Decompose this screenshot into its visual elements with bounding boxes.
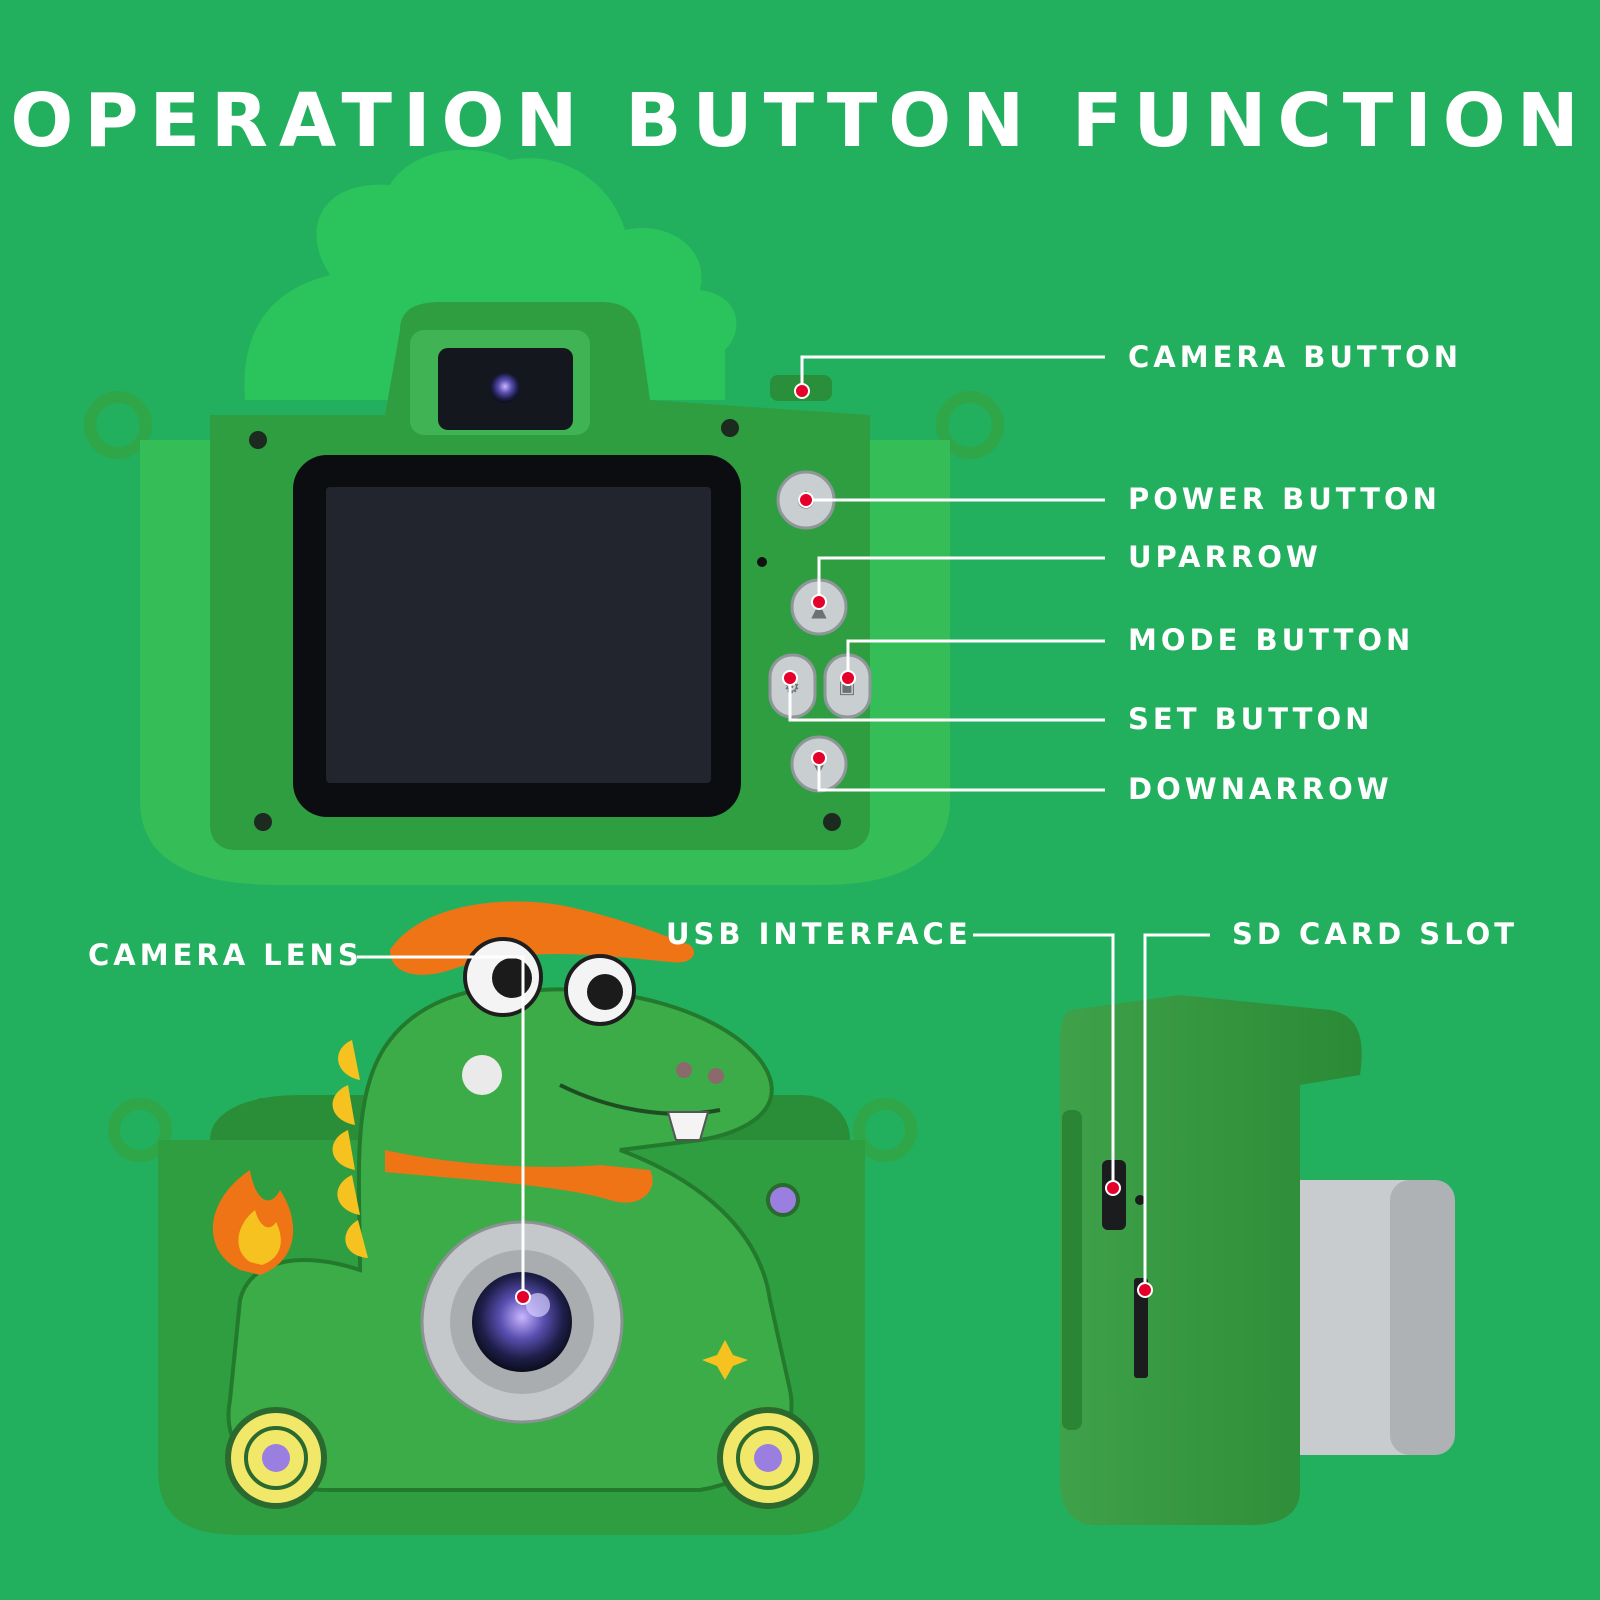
label-sd-card-slot: SD CARD SLOT [1232,917,1519,951]
callout-lines [357,355,1210,1295]
label-camera-lens: CAMERA LENS [88,938,363,972]
lcd-screen [326,487,711,783]
callout-dot [794,383,810,399]
label-usb-interface: USB INTERFACE [666,917,972,951]
callout-dot [1137,1282,1153,1298]
screw-icon [249,431,267,449]
wheel-right [717,1407,819,1509]
lens-highlight [526,1293,550,1317]
label-set-button: SET BUTTON [1128,702,1374,736]
wheel-left [225,1407,327,1509]
set-button[interactable] [768,653,817,719]
callout-dot [840,670,856,686]
callout-dot [782,670,798,686]
camera-back-view: ⏻ ▲ ⚙ ▣ ▼ [84,149,1004,885]
callout-dot [515,1289,531,1305]
label-mode-button: MODE BUTTON [1128,623,1415,657]
dino-scarf [385,1150,653,1203]
screw-icon [823,813,841,831]
label-uparrow: UPARROW [1128,540,1322,574]
viewfinder-selfie-lens [490,373,520,403]
screw-icon [721,419,739,437]
callout-line-sd-card-slot [1143,933,1210,1290]
dino-spikes [332,1040,368,1258]
sd-card-slot-opening [1134,1278,1148,1378]
side-grip-ridge [1062,1110,1082,1430]
callout-line-mode-button [846,639,1105,678]
screw-icon [254,813,272,831]
sparkle-icon [702,1340,748,1380]
dino-pupil-left [492,958,532,998]
callout-dots [515,383,1153,1305]
strap-lug-right [853,1098,917,1162]
label-power-button: POWER BUTTON [1128,482,1441,516]
strap-lug-right [936,391,1004,459]
callout-line-camera-lens [357,955,525,1295]
microphone-hole [757,557,767,567]
callout-dot [798,492,814,508]
dino-tooth [666,1111,710,1141]
camera-front-view [108,901,917,1535]
side-lens-face [1390,1180,1455,1455]
dino-nostril [708,1068,724,1084]
dino-hat [390,901,694,975]
page-title: OPERATION BUTTON FUNCTION [10,78,1590,164]
dino-cheek-spot [462,1055,502,1095]
callout-dot [811,594,827,610]
callout-dot [1105,1180,1121,1196]
label-camera-button: CAMERA BUTTON [1128,340,1463,374]
callout-dot [811,750,827,766]
side-body [1060,995,1362,1525]
label-downarrow: DOWNARROW [1128,772,1393,806]
flame-inner [238,1210,281,1265]
camera-side-view [1060,995,1455,1525]
callout-line-camera-button [800,355,1105,390]
callout-line-usb-interface [973,933,1115,1188]
strap-lug-left [84,391,152,459]
callout-line-downarrow [817,758,1105,792]
dino-pupil-right [587,974,623,1010]
strap-lug-left [108,1098,172,1162]
handlebar-knob [766,1183,800,1217]
dino-nostril [676,1062,692,1078]
callout-line-set-button [788,678,1105,722]
reset-hole [1135,1195,1145,1205]
callout-line-uparrow [817,556,1105,600]
camera-lens [472,1272,572,1372]
front-shutter-nub [255,1098,315,1118]
